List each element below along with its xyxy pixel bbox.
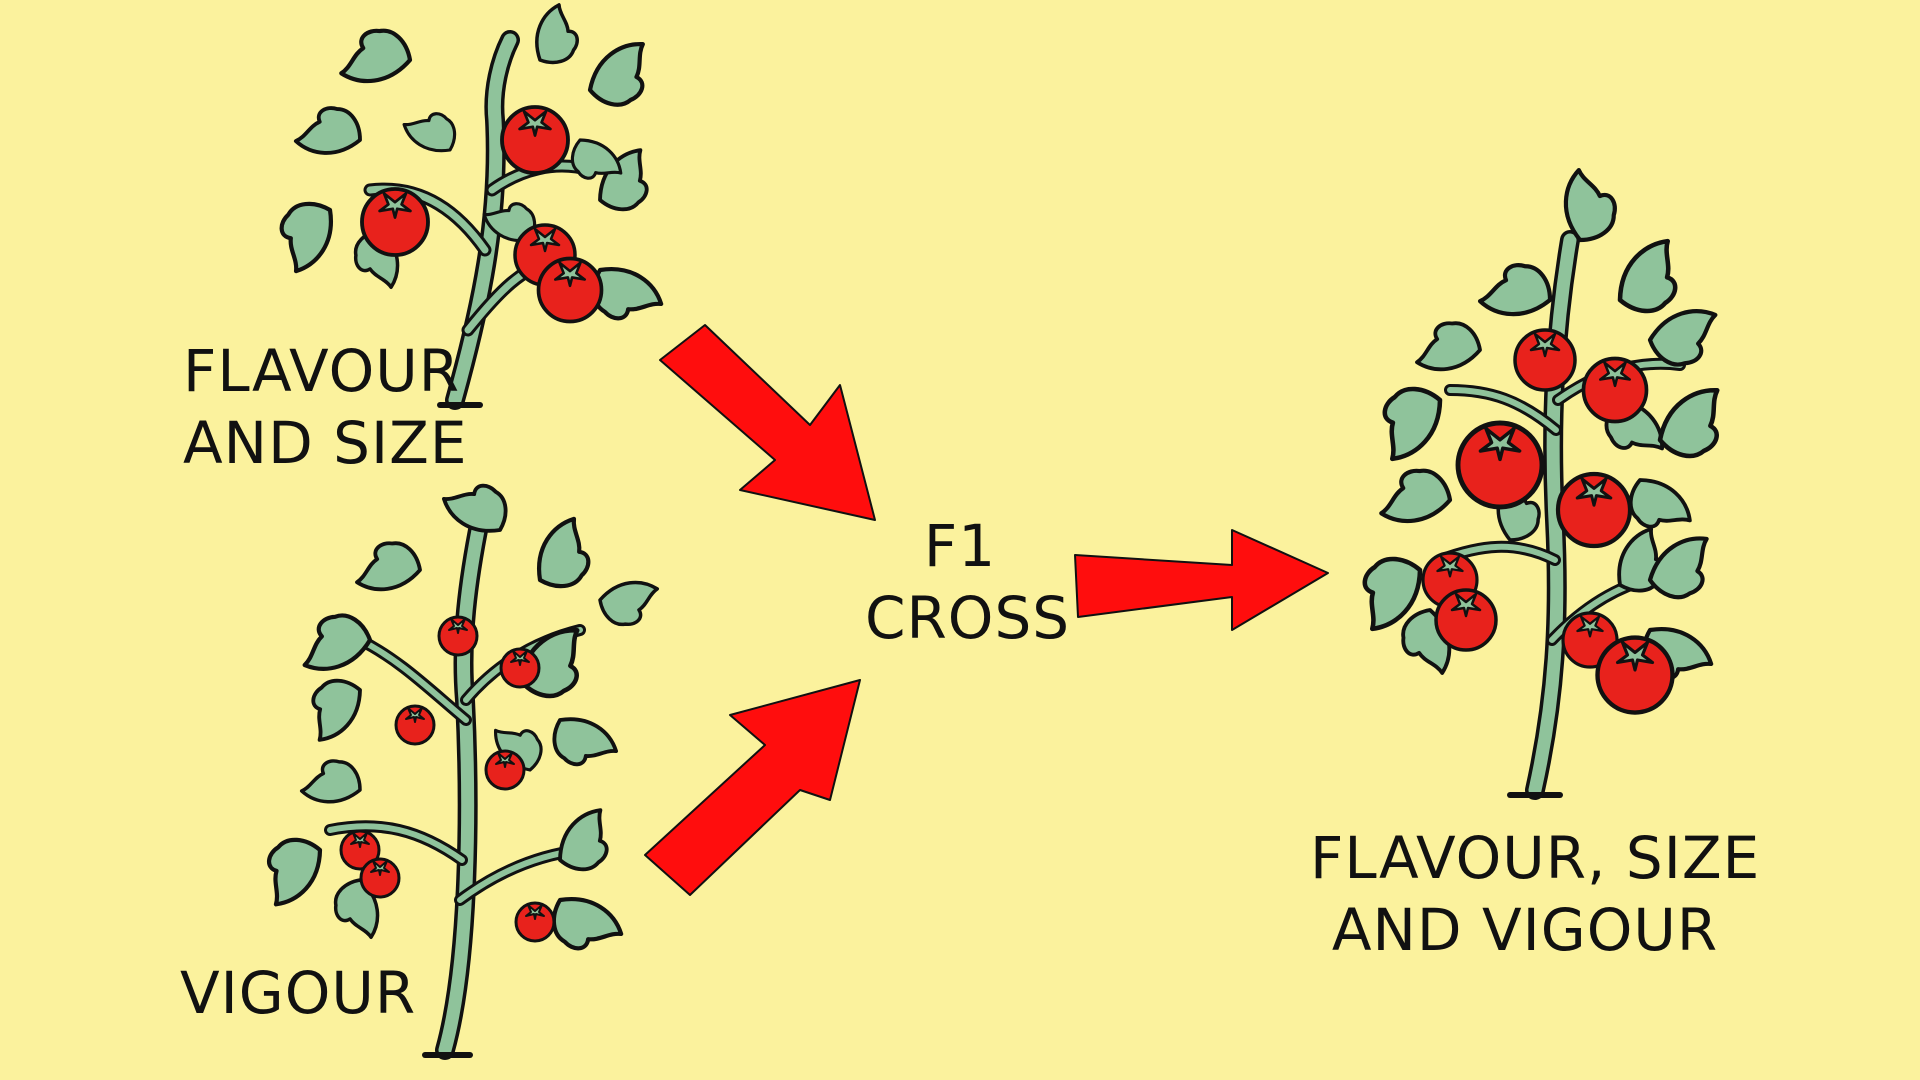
tomato-plant-icon bbox=[268, 2, 662, 410]
label-line: F1 bbox=[923, 512, 997, 580]
label-line: VIGOUR bbox=[180, 959, 417, 1027]
label-line: FLAVOUR, SIZE bbox=[1310, 824, 1761, 892]
tomato-plant-icon bbox=[257, 471, 660, 1060]
arrow-icon bbox=[1074, 529, 1329, 631]
label-line: CROSS bbox=[865, 584, 1071, 652]
parent-vigour-label: VIGOUR bbox=[180, 957, 416, 1029]
tomato-plant-icon bbox=[1352, 169, 1728, 800]
offspring-label: FLAVOUR, SIZE AND VIGOUR bbox=[1310, 822, 1761, 966]
label-line: AND SIZE bbox=[183, 409, 468, 477]
label-line: AND VIGOUR bbox=[1331, 896, 1719, 964]
label-line: FLAVOUR bbox=[183, 337, 461, 405]
arrow-icon bbox=[644, 679, 861, 896]
parent-flavour-size-label: FLAVOUR AND SIZE bbox=[183, 335, 467, 479]
arrow-icon bbox=[659, 324, 876, 521]
f1-cross-label: F1 CROSS bbox=[865, 510, 1071, 654]
